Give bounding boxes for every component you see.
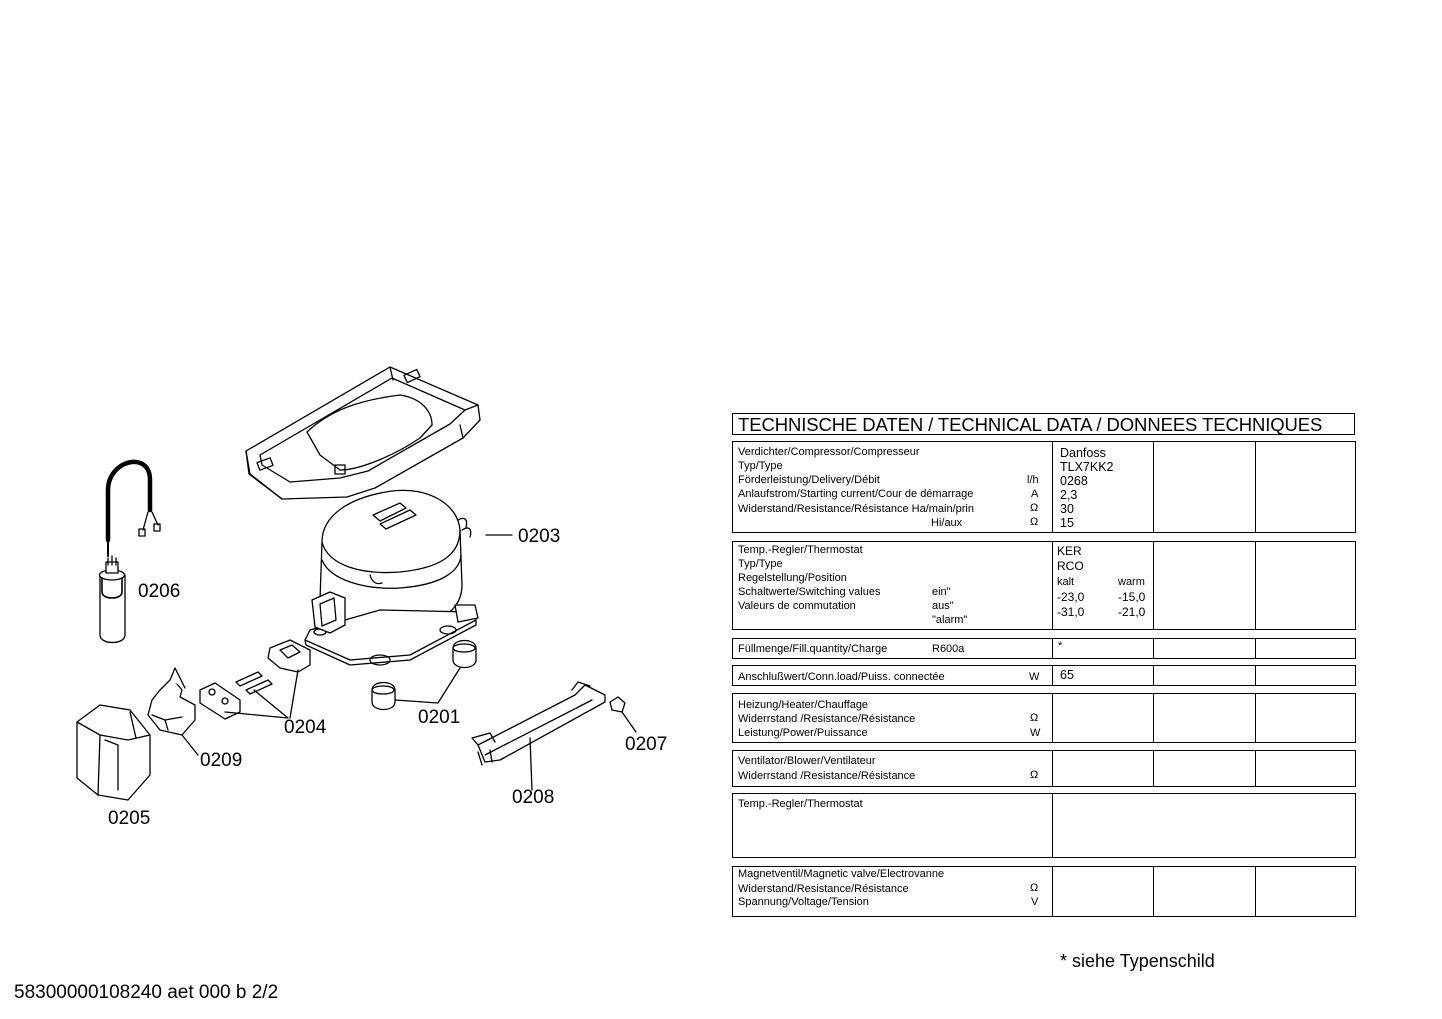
part-label-0201: 0201 xyxy=(418,707,461,728)
label-type: Typ/Type xyxy=(738,558,783,570)
header-kalt: kalt xyxy=(1057,576,1075,588)
label-thermostat: Temp.-Regler/Thermostat xyxy=(738,544,863,556)
section-charge: Füllmenge/Fill.quantity/Charge R600a * xyxy=(732,638,1356,659)
unit-v: V xyxy=(1031,896,1039,908)
value-type: TLX7KK2 xyxy=(1060,460,1114,474)
label-ein: ein" xyxy=(932,586,951,598)
section-thermostat: Temp.-Regler/Thermostat Typ/Type Regelst… xyxy=(732,541,1356,630)
mounting-rail xyxy=(471,681,606,791)
unit-w: W xyxy=(1030,727,1041,739)
label-resistance: Widerstand/Resistance/Résistance xyxy=(738,883,909,895)
value-type: RCO xyxy=(1057,559,1084,573)
label-compressor: Verdichter/Compressor/Compresseur xyxy=(738,446,920,458)
unit-ohm: Ω xyxy=(1030,502,1039,514)
compressor xyxy=(304,489,479,666)
part-label-0205: 0205 xyxy=(108,808,151,829)
part-label-0208: 0208 xyxy=(512,787,555,808)
unit-w: W xyxy=(1029,671,1040,683)
clamp-set xyxy=(199,639,311,720)
unit-lh: l/h xyxy=(1027,474,1039,486)
section-compressor: Verdichter/Compressor/Compresseur Typ/Ty… xyxy=(732,441,1356,533)
part-label-0209: 0209 xyxy=(200,750,243,771)
rubber-grommets xyxy=(371,639,477,711)
value-aus-warm: -21,0 xyxy=(1118,605,1146,619)
unit-a: A xyxy=(1031,488,1039,500)
clip xyxy=(609,696,637,733)
label-heater: Heizung/Heater/Chauffage xyxy=(738,699,869,711)
unit-ohm: Ω xyxy=(1030,712,1039,724)
label-position: Regelstellung/Position xyxy=(738,572,847,584)
unit-ohm: Ω xyxy=(1030,769,1039,781)
label-starting-current: Anlaufstrom/Starting current/Cour de dém… xyxy=(738,488,974,500)
value-aus-kalt: -31,0 xyxy=(1057,605,1085,619)
value-refrigerant: R600a xyxy=(932,643,965,655)
label-connected-load: Anschlußwert/Conn.load/Puiss. connectée xyxy=(738,671,945,683)
label-switching-values: Schaltwerte/Switching values xyxy=(738,586,881,598)
value-compressor: Danfoss xyxy=(1060,446,1106,460)
label-voltage: Spannung/Voltage/Tension xyxy=(738,896,869,908)
label-thermostat: Temp.-Regler/Thermostat xyxy=(738,798,863,810)
part-label-0204: 0204 xyxy=(284,717,327,738)
value-starting-current: 2,3 xyxy=(1060,488,1078,502)
label-alarm: "alarm" xyxy=(932,614,968,626)
capacitor xyxy=(98,459,161,644)
value-connected-load: 65 xyxy=(1060,668,1074,682)
label-resistance: Widerrstand /Resistance/Résistance xyxy=(738,713,916,725)
section-heater: Heizung/Heater/Chauffage Widerrstand /Re… xyxy=(732,693,1356,743)
label-power: Leistung/Power/Puissance xyxy=(738,727,868,739)
value-ein-kalt: -23,0 xyxy=(1057,590,1085,604)
starter-relay xyxy=(147,667,199,756)
protector-cap xyxy=(76,704,151,801)
value-resistance-aux: 15 xyxy=(1060,516,1074,530)
label-resistance: Widerrstand /Resistance/Résistance xyxy=(738,770,916,782)
header-warm: warm xyxy=(1118,576,1145,588)
section-fan: Ventilator/Blower/Ventilateur Widerrstan… xyxy=(732,750,1356,787)
label-charge: Füllmenge/Fill.quantity/Charge xyxy=(738,643,888,655)
label-fan: Ventilator/Blower/Ventilateur xyxy=(738,755,876,767)
label-valeurs-commutation: Valeurs de commutation xyxy=(738,600,856,612)
label-type: Typ/Type xyxy=(738,460,783,472)
label-resistance-main: Widerstand/Resistance/Résistance Ha/main… xyxy=(738,503,974,515)
section-thermostat-2: Temp.-Regler/Thermostat xyxy=(732,793,1356,858)
label-magnetic-valve: Magnetventil/Magnetic valve/Electrovanne xyxy=(738,868,945,880)
section-connected-load: Anschlußwert/Conn.load/Puiss. connectée … xyxy=(732,665,1356,686)
value-charge: * xyxy=(1058,640,1063,652)
type-plate-note: * siehe Typenschild xyxy=(1060,951,1215,971)
value-delivery: 0268 xyxy=(1060,474,1088,488)
part-label-0206: 0206 xyxy=(138,581,181,602)
value-resistance-main: 30 xyxy=(1060,502,1074,516)
label-delivery: Förderleistung/Delivery/Débit xyxy=(738,474,880,486)
part-label-0203: 0203 xyxy=(518,526,561,547)
part-label-0207: 0207 xyxy=(625,734,668,755)
unit-ohm: Ω xyxy=(1030,516,1039,528)
section-magnetic-valve: Magnetventil/Magnetic valve/Electrovanne… xyxy=(732,866,1356,917)
label-aus: aus" xyxy=(932,600,954,612)
value-thermostat: KER xyxy=(1057,544,1082,558)
label-resistance-aux: Hi/aux xyxy=(931,517,963,529)
value-ein-warm: -15,0 xyxy=(1118,590,1146,604)
tech-data-title: TECHNISCHE DATEN / TECHNICAL DATA / DONN… xyxy=(732,413,1355,435)
exploded-view-drawing xyxy=(76,366,637,801)
compressor-tray-cover xyxy=(245,366,481,500)
unit-ohm: Ω xyxy=(1030,882,1039,894)
document-number: 58300000108240 aet 000 b 2/2 xyxy=(14,982,279,1003)
